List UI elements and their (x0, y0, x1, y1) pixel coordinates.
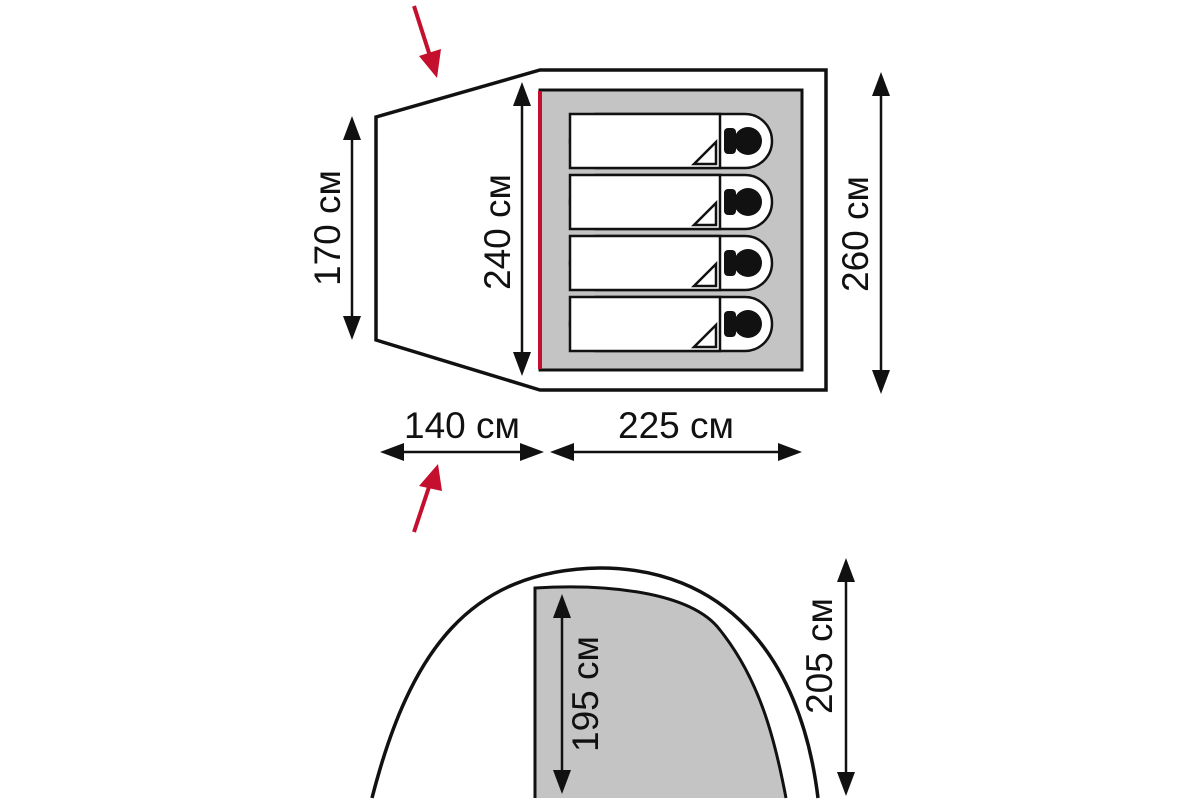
arrow-head-icon (553, 770, 571, 794)
label-inner-length: 225 см (618, 405, 734, 446)
sleeping-bag-icon (568, 234, 774, 292)
arrow-head-icon (380, 443, 404, 461)
label-outer-width: 260 см (835, 176, 876, 292)
sleeping-bag-icon (568, 112, 774, 170)
label-vestibule-width: 170 см (307, 170, 348, 286)
side-inner-tent (533, 585, 788, 799)
sleeping-bag-icon (568, 173, 774, 231)
plan-dimension-lines (343, 72, 890, 461)
arrow-head-icon (550, 443, 574, 461)
entrance-arrow-icon (412, 5, 441, 78)
side-view (370, 566, 820, 799)
label-inner-height: 195 см (565, 636, 606, 752)
arrow-head-icon (553, 594, 571, 618)
label-vestibule-length: 140 см (404, 405, 520, 446)
arrow-head-icon (513, 352, 531, 376)
arrow-head-icon (343, 316, 361, 340)
arrow-head-icon (778, 443, 802, 461)
label-outer-height: 205 см (799, 598, 840, 714)
arrow-head-icon (343, 116, 361, 140)
arrow-head-icon (520, 443, 544, 461)
plan-view (374, 68, 828, 392)
entrance-arrow-icon (412, 464, 442, 533)
sleeping-bag-icon (568, 295, 774, 353)
arrow-head-icon (872, 370, 890, 394)
arrow-head-icon (837, 558, 855, 582)
arrow-head-icon (872, 72, 890, 96)
side-dimension-lines (553, 558, 855, 796)
arrow-head-icon (837, 772, 855, 796)
arrow-head-icon (513, 82, 531, 106)
label-inner-width: 240 см (477, 174, 518, 290)
sleeping-bags (568, 112, 774, 353)
